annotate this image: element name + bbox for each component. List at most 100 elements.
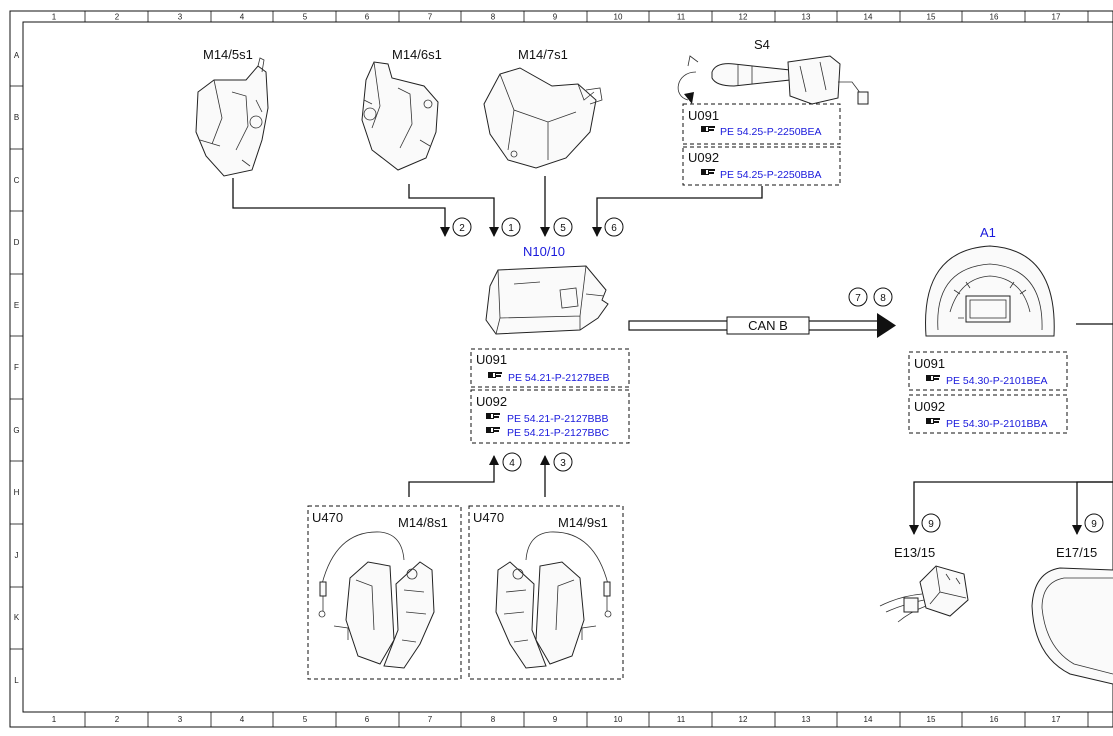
col-label: 2 (115, 715, 120, 724)
signal-9-b: 9 (1091, 519, 1097, 530)
refbox-ref[interactable]: PE 54.21-P-2127BBB (507, 413, 609, 425)
refbox-ref[interactable]: PE 54.30-P-2101BEA (946, 375, 1048, 387)
col-label: 5 (303, 715, 308, 724)
row-label: B (14, 113, 19, 122)
col-label: 6 (365, 715, 370, 724)
col-label: 10 (614, 13, 623, 22)
a1-refbox-u092: U092 PE 54.30-P-2101BBA (908, 394, 1068, 434)
col-label: 11 (677, 13, 686, 22)
can-b-label: CAN B (748, 318, 788, 333)
refbox-code: U091 (914, 356, 945, 371)
a1-refbox-u091: U091 PE 54.30-P-2101BEA (908, 351, 1068, 391)
door-lock-m14-6s1-drawing (361, 61, 439, 171)
refbox-ref[interactable]: PE 54.21-P-2127BEB (508, 372, 610, 384)
drawing-frame (9, 10, 1113, 728)
refbox-code: U470 (473, 510, 504, 525)
refbox-ref[interactable]: PE 54.21-P-2127BBC (507, 427, 610, 439)
col-label: 13 (802, 715, 811, 724)
refbox-code: U092 (914, 399, 945, 414)
rear-door-lock-m14-9s1-drawing (495, 531, 612, 669)
hand-pointer-icon (486, 413, 500, 419)
refbox-code: U092 (476, 394, 507, 409)
signal-lines-top (232, 176, 763, 237)
signal-4: 4 (509, 458, 515, 469)
hand-pointer-icon (486, 427, 500, 433)
refbox-ref[interactable]: PE 54.25-P-2250BEA (720, 126, 822, 138)
lamp-e17-15-drawing (1031, 567, 1113, 685)
row-label: J (15, 551, 19, 560)
signal-6: 6 (611, 223, 617, 234)
hand-pointer-icon (926, 375, 940, 381)
row-label: K (14, 613, 20, 622)
signal-9-a: 9 (928, 519, 934, 530)
refbox-ref[interactable]: PE 54.30-P-2101BBA (946, 418, 1048, 430)
col-label: 12 (739, 13, 748, 22)
label-m14-5s1: M14/5s1 (203, 47, 253, 62)
s4-refbox-u091: U091 PE 54.25-P-2250BEA (682, 103, 841, 145)
signal-2: 2 (459, 223, 465, 234)
label-m14-7s1: M14/7s1 (518, 47, 568, 62)
col-label: 16 (990, 715, 999, 724)
col-label: 15 (927, 13, 936, 22)
col-label: 7 (428, 715, 433, 724)
sam-control-unit-n10-10-drawing (485, 265, 609, 335)
col-label: 14 (864, 13, 873, 22)
col-label: 14 (864, 715, 873, 724)
refbox-code: U091 (476, 352, 507, 367)
rear-door-lock-m14-8s1-drawing (318, 531, 435, 669)
column-labels-top: 1 2 3 4 5 6 7 8 9 10 11 12 13 14 15 16 1… (52, 11, 1089, 22)
row-label: G (13, 426, 19, 435)
col-label: 8 (491, 715, 496, 724)
signal-8: 8 (880, 293, 886, 304)
col-label: 3 (178, 715, 183, 724)
label-m14-6s1: M14/6s1 (392, 47, 442, 62)
s4-refbox-u092: U092 PE 54.25-P-2250BBA (682, 146, 841, 186)
refbox-code: U470 (312, 510, 343, 525)
signal-1: 1 (508, 223, 514, 234)
col-label: 17 (1052, 715, 1061, 724)
col-label: 2 (115, 13, 120, 22)
row-label: F (14, 363, 19, 372)
label-n10-10[interactable]: N10/10 (523, 244, 565, 259)
col-label: 7 (428, 13, 433, 22)
label-m14-8s1: M14/8s1 (398, 515, 448, 530)
n10-refbox-u092: U092 PE 54.21-P-2127BBB PE 54.21-P-2127B… (470, 389, 630, 444)
u470-right-box: U470 M14/9s1 (468, 505, 624, 680)
can-b-bus: CAN B (628, 313, 1113, 338)
signal-7: 7 (855, 293, 861, 304)
col-label: 4 (240, 13, 245, 22)
col-label: 1 (52, 715, 57, 724)
refbox-code: U092 (688, 150, 719, 165)
col-label: 15 (927, 715, 936, 724)
label-m14-9s1: M14/9s1 (558, 515, 608, 530)
refbox-code: U091 (688, 108, 719, 123)
row-label: A (14, 51, 20, 60)
hand-pointer-icon (701, 169, 715, 175)
col-label: 13 (802, 13, 811, 22)
refbox-ref[interactable]: PE 54.25-P-2250BBA (720, 169, 822, 181)
row-labels: A B C D E F G H J K L (10, 51, 23, 685)
n10-refbox-u091: U091 PE 54.21-P-2127BEB (470, 348, 630, 388)
col-label: 8 (491, 13, 496, 22)
col-label: 6 (365, 13, 370, 22)
row-label: E (14, 301, 19, 310)
col-label: 5 (303, 13, 308, 22)
label-e13-15: E13/15 (894, 545, 935, 560)
row-label: H (14, 488, 20, 497)
col-label: 1 (52, 13, 57, 22)
col-label: 10 (614, 715, 623, 724)
signal-lines-bottom (408, 455, 1113, 535)
col-label: 17 (1052, 13, 1061, 22)
signal-3: 3 (560, 458, 566, 469)
col-label: 16 (990, 13, 999, 22)
trunk-lock-m14-7s1-drawing (483, 67, 603, 169)
row-label: C (14, 176, 20, 185)
col-label: 9 (553, 715, 558, 724)
lamp-e13-15-drawing (879, 565, 969, 623)
signal-markers: 2 1 5 6 4 3 7 8 9 9 (452, 217, 1104, 533)
label-e17-15: E17/15 (1056, 545, 1097, 560)
u470-left-box: U470 M14/8s1 (307, 505, 462, 680)
label-a1[interactable]: A1 (980, 225, 996, 240)
signal-5: 5 (560, 223, 566, 234)
